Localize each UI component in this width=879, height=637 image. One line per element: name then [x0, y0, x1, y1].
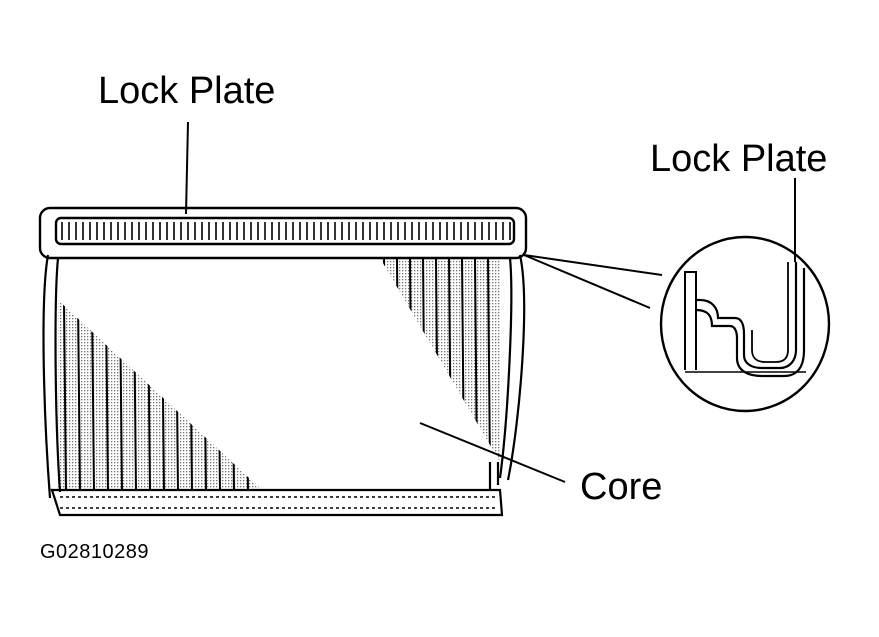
leader-core — [419, 422, 566, 483]
figure-code: G02810289 — [40, 541, 150, 563]
label-lock-plate-detail: Lock Plate — [650, 138, 828, 180]
core-fins-lower-left — [58, 300, 262, 490]
core-fin-line — [396, 258, 400, 462]
core-fin-line — [259, 300, 262, 490]
core-fin-line — [77, 300, 81, 490]
callout-line-lower — [523, 254, 651, 309]
detail-callout-circle — [659, 235, 831, 413]
leader-lock-plate-top — [185, 121, 189, 215]
core-fin-line — [383, 258, 387, 462]
bottom-tank — [50, 462, 504, 517]
callout-line-upper — [523, 254, 663, 276]
label-core: Core — [580, 466, 663, 508]
core-fins-upper-right — [380, 258, 503, 470]
core-fin-line — [245, 300, 249, 490]
label-lock-plate-top: Lock Plate — [98, 70, 276, 112]
core-fin-line — [91, 300, 95, 490]
leader-lines — [185, 121, 796, 483]
core-fin-line — [63, 300, 67, 490]
lock-plate-top-rim — [38, 206, 528, 260]
core-fin-line — [487, 258, 491, 462]
core-fin-line — [501, 258, 503, 470]
